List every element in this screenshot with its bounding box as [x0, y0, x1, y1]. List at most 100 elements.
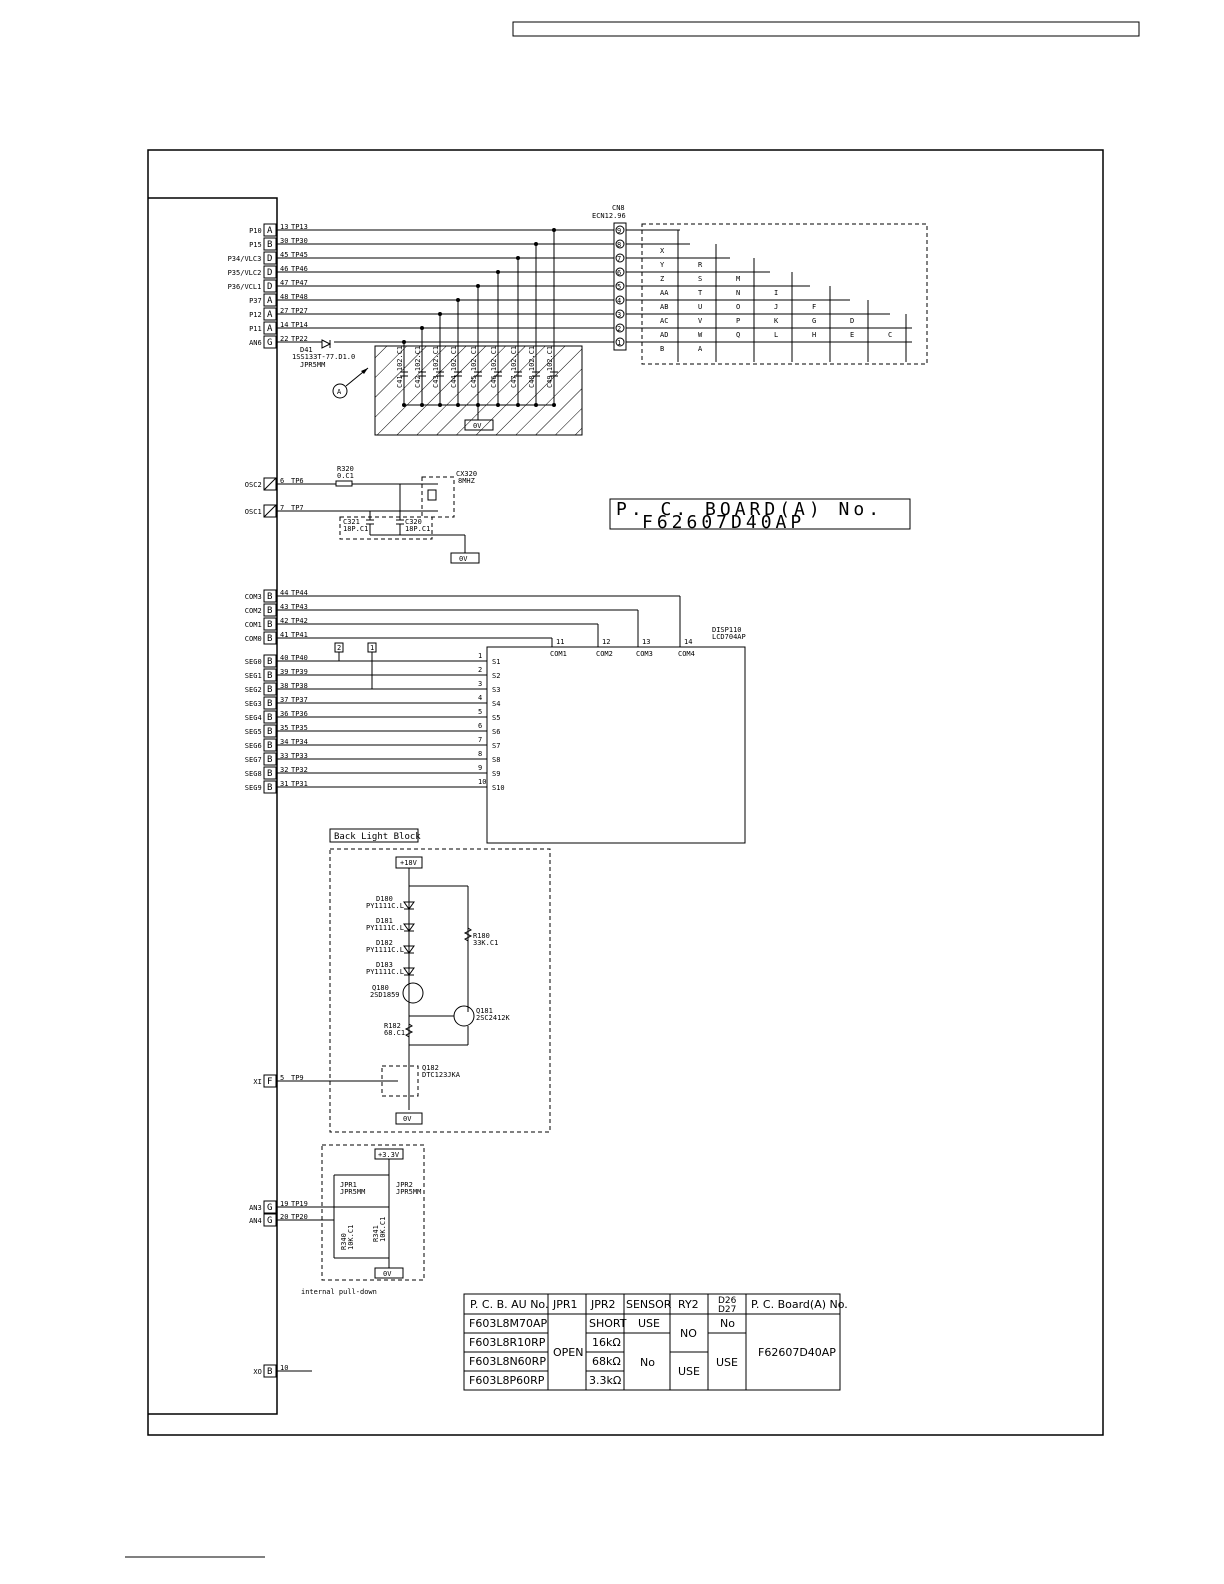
led-part: PY1111C.L	[366, 902, 404, 910]
test-point: TP40	[291, 654, 308, 662]
pin-name: SEG7	[245, 756, 262, 764]
pin-number: 6	[280, 477, 284, 485]
pin-number: 35	[280, 724, 288, 732]
seg-num: 2	[478, 666, 482, 674]
pin-letter: B	[267, 1367, 272, 1377]
capacitor-label: C41 102.C1	[396, 346, 404, 388]
td-jpr2-1: SHORT	[589, 1317, 627, 1330]
pin-name: P36/VCL1	[228, 283, 262, 291]
test-point: TP42	[291, 617, 308, 625]
plus33v-label: +3.3V	[378, 1151, 400, 1159]
cn8-part: ECN12.96	[592, 212, 626, 220]
key-label: C	[888, 331, 892, 339]
test-point: TP37	[291, 696, 308, 704]
r320-value: 0.C1	[337, 472, 354, 480]
pin-letter: B	[267, 657, 272, 667]
led-ref: D183	[376, 961, 393, 969]
pin-name: SEG1	[245, 672, 262, 680]
pin-letter: D	[267, 268, 272, 278]
capacitor-label: C43 102.C1	[432, 346, 440, 388]
seg-s-label: S7	[492, 742, 500, 750]
cn8-pin: 2	[617, 325, 621, 333]
c320-value: 18P.C1	[405, 525, 430, 533]
key-label: E	[850, 331, 854, 339]
key-label: L	[774, 331, 778, 339]
svg-text:1: 1	[370, 644, 374, 652]
key-label: D	[850, 317, 854, 325]
pin-name: P35/VLC2	[228, 269, 262, 277]
key-label: N	[736, 289, 740, 297]
test-point: TP41	[291, 631, 308, 639]
pin-number: 30	[280, 237, 288, 245]
cap-ov-box	[464, 419, 494, 431]
disp-com-num: 11	[556, 638, 564, 646]
td-d-no: No	[720, 1317, 735, 1330]
test-point: TP30	[291, 237, 308, 245]
pin-number: 44	[280, 589, 288, 597]
test-point: TP7	[291, 504, 304, 512]
th-d27: D27	[718, 1305, 736, 1315]
td-d-use: USE	[716, 1356, 738, 1369]
key-label: V	[698, 317, 703, 325]
key-label: K	[774, 317, 779, 325]
pin-name: SEG9	[245, 784, 262, 792]
an-ov-label: 0V	[383, 1270, 392, 1278]
pin-letter: B	[267, 713, 272, 723]
pin-letter: B	[267, 783, 272, 793]
r180-value: 33K.C1	[473, 939, 498, 947]
cn8-pin: 8	[617, 241, 621, 249]
seg-num: 10	[478, 778, 486, 786]
pin-number: 32	[280, 766, 288, 774]
pin-number: 39	[280, 668, 288, 676]
key-label: Y	[660, 261, 665, 269]
jpr2-label: JPR2	[396, 1181, 413, 1189]
cx320-value: 8MHZ	[458, 477, 475, 485]
pin-name: OSC2	[245, 481, 262, 489]
capacitor-label: C49 102.C1	[546, 346, 554, 388]
plus18v-label: +18V	[400, 859, 418, 867]
capacitor-label: C42 102.C1	[414, 346, 422, 388]
test-point: TP27	[291, 307, 308, 315]
osc-ov-label: 0V	[459, 555, 468, 563]
pin-number: 43	[280, 603, 288, 611]
td-sensor-1: USE	[638, 1317, 660, 1330]
cn8-pin: 9	[617, 227, 621, 235]
marker-a: A	[332, 367, 369, 399]
pin-letter: B	[267, 699, 272, 709]
pin-number: 27	[280, 307, 288, 315]
pin-number: 47	[280, 279, 288, 287]
pin-number: 10	[280, 1364, 288, 1372]
test-point: TP20	[291, 1213, 308, 1221]
seg-s-label: S1	[492, 658, 500, 666]
r320-label: R320	[337, 465, 354, 473]
capacitor-label: C47 102.C1	[510, 346, 518, 388]
seg-num: 7	[478, 736, 482, 744]
key-label: A	[698, 345, 703, 353]
td-jpr2-3: 68kΩ	[592, 1355, 621, 1368]
test-point: TP45	[291, 251, 308, 259]
th-jpr2: JPR2	[590, 1298, 616, 1311]
backlight-title: Back Light Block	[334, 832, 421, 842]
seg-s-label: S5	[492, 714, 500, 722]
pin-number: 33	[280, 752, 288, 760]
pin-name: SEG8	[245, 770, 262, 778]
d41-jumper: JPR5MM	[300, 361, 325, 369]
key-label: Z	[660, 275, 664, 283]
td-ry2-no: NO	[680, 1327, 697, 1340]
pin-name: SEG0	[245, 658, 262, 666]
pin-letter: G	[267, 338, 272, 348]
cap-ov-label: 0V	[473, 422, 482, 430]
pull-down-note: internal pull-down	[301, 1288, 377, 1296]
disp-com-label: COM4	[678, 650, 695, 658]
key-label: M	[736, 275, 740, 283]
td-au-4: F603L8P60RP	[469, 1374, 545, 1387]
pin-letter: D	[267, 282, 272, 292]
th-pcb-au: P. C. B. AU No.	[470, 1298, 548, 1311]
pin-name: SEG2	[245, 686, 262, 694]
d41-label: D41	[300, 346, 313, 354]
pin-number: 48	[280, 293, 288, 301]
test-point: TP31	[291, 780, 308, 788]
